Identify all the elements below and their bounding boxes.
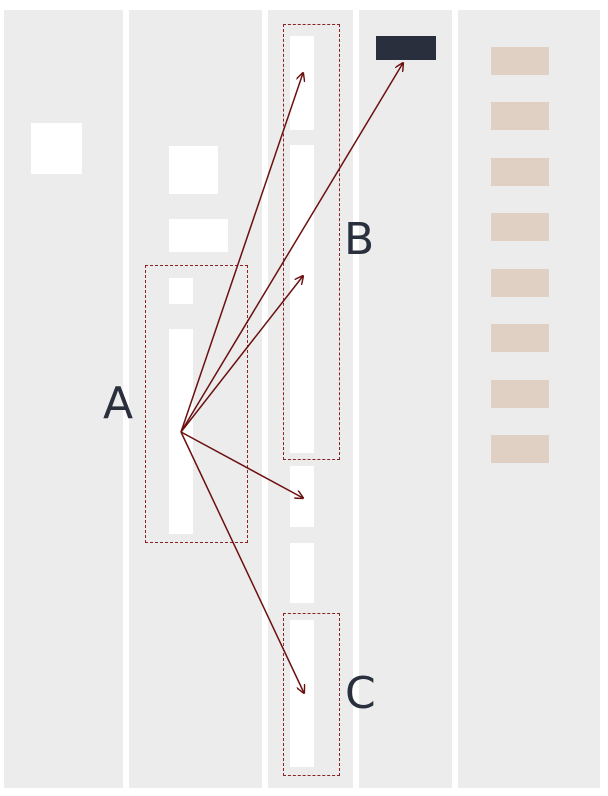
arrow-a-to-column-3-block-3 [180, 431, 303, 498]
column-5-block-3 [491, 158, 549, 186]
arrow-a-to-c [180, 431, 304, 693]
column-2-block-3 [169, 278, 193, 304]
column-3-block-4 [290, 543, 314, 603]
column-5-block-6 [491, 324, 549, 352]
column-5-block-1 [491, 47, 549, 75]
region-a-box [145, 265, 248, 543]
column-5-block-2 [491, 102, 549, 130]
column-5-block-8 [491, 435, 549, 463]
label-c: C [345, 668, 376, 719]
column-2-block-2 [169, 219, 228, 252]
label-b: B [344, 214, 375, 265]
column-2 [129, 10, 262, 788]
column-5-block-5 [491, 269, 549, 297]
arrow-a-to-b-middle [180, 276, 303, 433]
column-3-block-2 [290, 145, 314, 453]
region-b-box [283, 24, 340, 460]
arrow-a-to-dark-block [180, 63, 403, 433]
column-2-block-1 [169, 146, 218, 194]
arrow-a-to-b-top [180, 73, 303, 433]
column-5-block-4 [491, 213, 549, 241]
column-5 [458, 10, 600, 788]
label-a: A [103, 378, 134, 429]
column-3-block-1 [290, 36, 314, 130]
column-3 [268, 10, 353, 788]
region-c-box [283, 613, 340, 776]
column-4 [359, 10, 452, 788]
column-1 [4, 10, 123, 788]
column-1-block-1 [31, 123, 82, 174]
column-4-dark-block [376, 36, 436, 60]
column-5-block-7 [491, 380, 549, 408]
